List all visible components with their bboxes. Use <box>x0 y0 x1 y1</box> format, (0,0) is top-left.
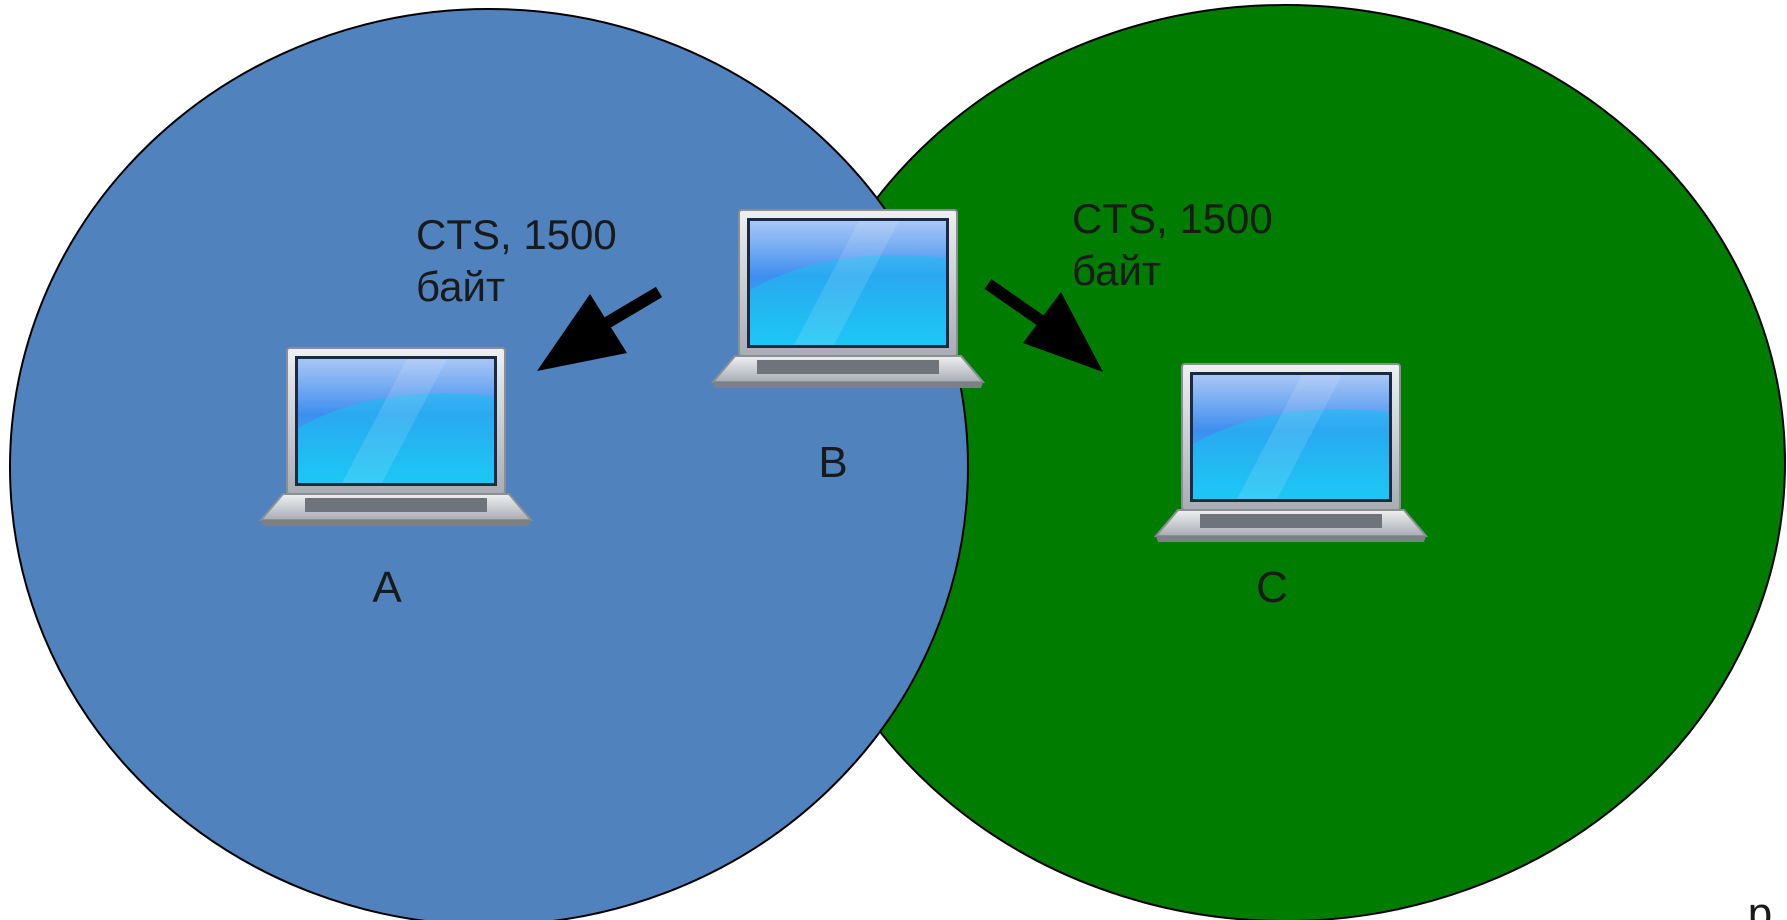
laptop-a-icon <box>260 347 532 527</box>
node-label-a: A <box>372 563 402 612</box>
message-label-left: CTS, 1500 байт <box>416 211 628 310</box>
arrow-b-to-a-icon <box>537 286 663 371</box>
message-right-line2: байт <box>1072 247 1161 294</box>
message-left-line1: CTS, 1500 <box>416 211 617 258</box>
node-label-c: C <box>1256 563 1288 612</box>
laptop-c-icon <box>1155 363 1427 543</box>
arrow-b-to-c-icon <box>984 279 1103 372</box>
corner-text: р <box>1748 889 1772 920</box>
message-left-line2: байт <box>416 263 505 310</box>
laptop-b-icon <box>712 209 984 389</box>
message-right-line1: CTS, 1500 <box>1072 195 1273 242</box>
message-label-right: CTS, 1500 байт <box>1072 195 1284 294</box>
node-label-b: B <box>818 438 847 487</box>
